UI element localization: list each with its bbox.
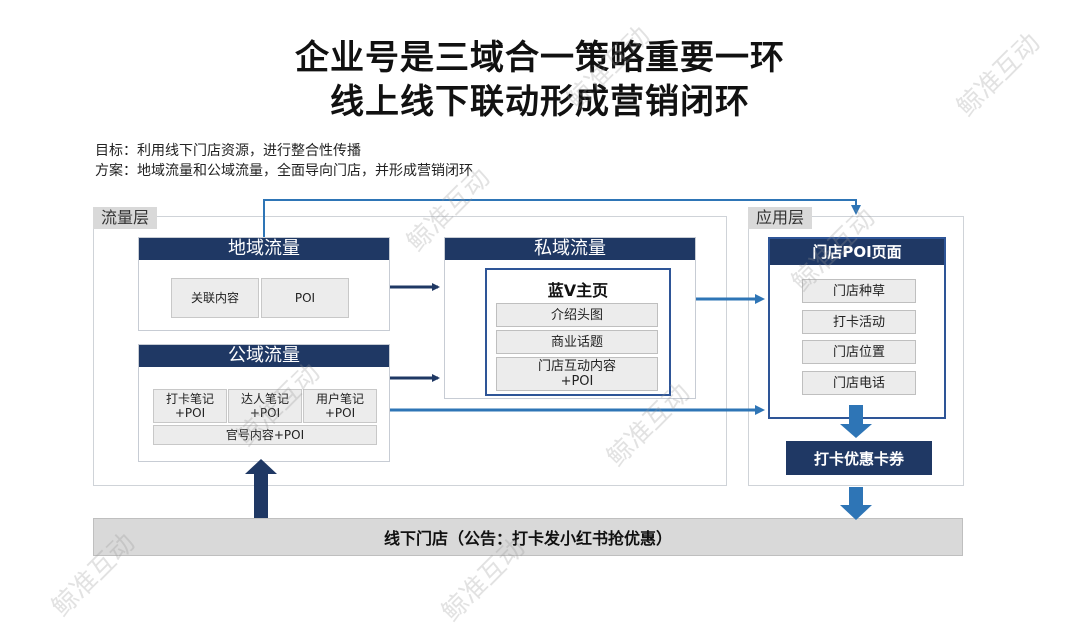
arrow-coupon-to-bottom	[840, 487, 872, 520]
arrow-bottom-to-public	[245, 459, 277, 518]
private-item-store-interaction: 门店互动内容 +POI	[496, 357, 658, 391]
title-line-2: 线上线下联动形成营销闭环	[330, 82, 750, 122]
store-item-phone: 门店电话	[802, 371, 916, 395]
store-item-checkin-activity: 打卡活动	[802, 310, 916, 334]
app-layer-label: 应用层	[748, 207, 813, 229]
regional-traffic-box: 地域流量 关联内容 POI	[138, 237, 390, 331]
store-item-location: 门店位置	[802, 340, 916, 364]
private-item-business-topic: 商业话题	[496, 330, 658, 354]
public-item-kol-note: 达人笔记 +POI	[228, 389, 302, 423]
traffic-layer-label: 流量层	[93, 207, 158, 229]
public-item-official-content: 官号内容+POI	[153, 425, 377, 445]
title-line-1: 企业号是三域合一策略重要一环	[295, 38, 785, 78]
private-item-intro-banner: 介绍头图	[496, 303, 658, 327]
regional-item-poi: POI	[261, 278, 349, 318]
plan-text: 方案：地域流量和公域流量，全面导向门店，并形成营销闭环	[95, 163, 473, 179]
public-traffic-title: 公域流量	[139, 345, 389, 367]
public-item-checkin-note: 打卡笔记 +POI	[153, 389, 227, 423]
store-item-seeding: 门店种草	[802, 279, 916, 303]
public-item-user-note: 用户笔记 +POI	[303, 389, 377, 423]
checkin-coupon: 打卡优惠卡券	[786, 441, 932, 475]
blue-v-homepage-title: 蓝V主页	[547, 281, 609, 300]
arrow-store-to-coupon	[840, 405, 872, 438]
blue-v-homepage-box: 蓝V主页 介绍头图 商业话题 门店互动内容 +POI	[485, 268, 671, 396]
offline-store-bar: 线下门店（公告：打卡发小红书抢优惠）	[93, 518, 963, 556]
arrow-regional-to-store-top	[263, 199, 861, 237]
store-poi-title: 门店POI页面	[770, 239, 944, 265]
store-poi-box: 门店POI页面 门店种草 打卡活动 门店位置 门店电话	[768, 237, 946, 419]
goal-text: 目标：利用线下门店资源，进行整合性传播	[95, 143, 361, 159]
regional-traffic-title: 地域流量	[139, 238, 389, 260]
regional-item-related-content: 关联内容	[171, 278, 259, 318]
flow-arrows	[245, 199, 872, 520]
public-traffic-box: 公域流量 打卡笔记 +POI 达人笔记 +POI 用户笔记 +POI 官号内容+…	[138, 344, 390, 462]
private-traffic-box: 私域流量 蓝V主页 介绍头图 商业话题 门店互动内容 +POI	[444, 237, 696, 399]
private-traffic-title: 私域流量	[445, 238, 695, 260]
